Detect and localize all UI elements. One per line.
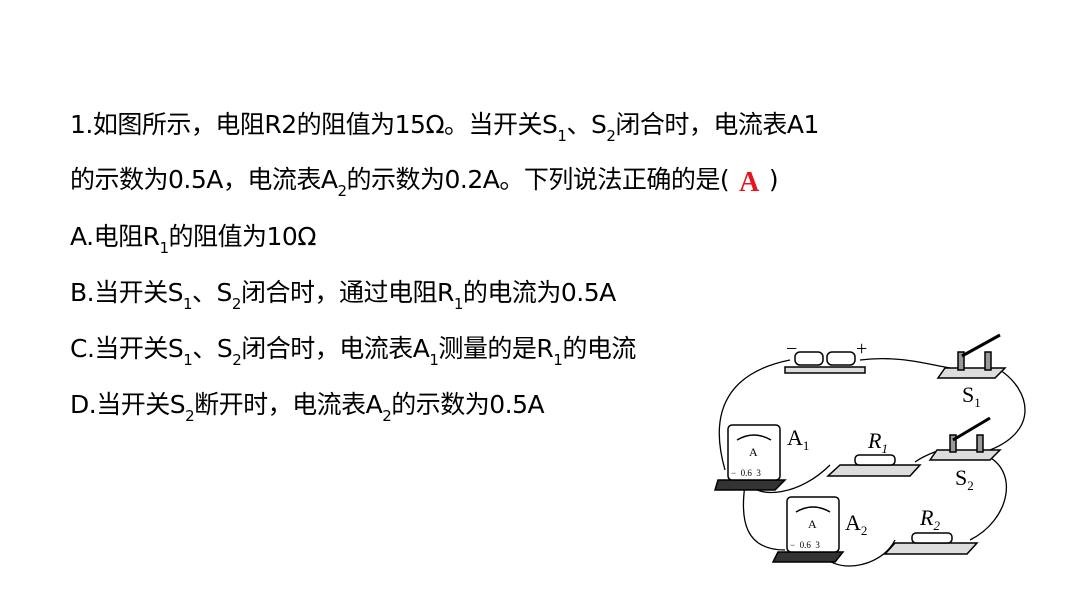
text-segment: 的阻值为10Ω (168, 222, 317, 251)
text-segment: 测量的是R (438, 334, 554, 363)
text-segment: 、S (566, 110, 607, 139)
subscript: 1 (183, 351, 193, 369)
subscript: 2 (606, 127, 616, 145)
text-segment: 闭合时，通过电阻R (240, 278, 454, 307)
wire (718, 359, 791, 471)
a1-meter-face: A (749, 445, 758, 459)
ammeter-a1 (713, 424, 787, 491)
a1-label: A1 (787, 425, 809, 453)
s2-label: S2 (955, 465, 974, 493)
wire (742, 484, 786, 551)
option-a: A.电阻R1的阻值为10Ω (70, 222, 317, 257)
subscript: 1 (553, 351, 563, 369)
text-segment: 、S (192, 278, 232, 307)
subscript: 1 (429, 351, 439, 369)
text-segment: 1.如图所示，电阻R2的阻值为15Ω。当开关S (70, 110, 558, 139)
battery (784, 351, 866, 374)
option-c: C.当开关S1、S2闭合时，电流表A1测量的是R1的电流 (70, 334, 636, 369)
ammeter-a2 (771, 496, 845, 563)
wire (969, 454, 1008, 541)
subscript: 1 (182, 295, 193, 313)
text-segment: C.当开关S (70, 334, 184, 363)
subscript: 2 (232, 351, 242, 369)
text-segment: B.当开关S (70, 278, 183, 307)
a2-meter-terminals: − 0.6 3 (790, 540, 820, 550)
text-segment: 的示数为0.5A，电流表A (70, 165, 338, 194)
stem-line-1: 1.如图所示，电阻R2的阻值为15Ω。当开关S1、S2闭合时，电流表A1 (70, 110, 819, 145)
r1-label: R1 (867, 428, 888, 456)
text-segment: 的电流为0.5A (462, 278, 616, 307)
subscript: 2 (337, 182, 347, 200)
option-b: B.当开关S1、S2闭合时，通过电阻R1的电流为0.5A (70, 278, 616, 313)
switch-s2 (928, 416, 1002, 461)
subscript: 2 (382, 407, 392, 425)
a2-label: A2 (845, 510, 867, 538)
wire (859, 357, 951, 369)
circuit-diagram: − + S1 S2 A − 0.6 3 A1 A − 0.6 3 A2 R1 R… (713, 333, 1026, 567)
subscript: 1 (557, 127, 567, 145)
option-d: D.当开关S2断开时，电流表A2的示数为0.5A (70, 390, 545, 425)
battery-plus-label: + (856, 338, 867, 360)
subscript: 2 (231, 295, 242, 313)
resistor-r2 (883, 532, 979, 555)
text-segment: 的示数为0.5A (391, 390, 545, 419)
subscript: 1 (159, 239, 169, 257)
text-segment: 断开时，电流表A (194, 390, 383, 419)
text-segment: 的示数为0.2A。下列说法正确的是( (346, 165, 730, 194)
switch-s1 (936, 333, 1007, 379)
text-segment: 闭合时，电流表A1 (615, 110, 819, 139)
a2-meter-face: A (808, 517, 817, 531)
wire (989, 369, 1026, 451)
a1-meter-terminals: − 0.6 3 (731, 468, 761, 478)
text-segment: 的电流 (562, 334, 636, 363)
text-segment: D.当开关S (70, 390, 186, 419)
text-segment: 闭合时，电流表A (241, 334, 430, 363)
stem-line-2: 的示数为0.5A，电流表A2的示数为0.2A。下列说法正确的是( A) (70, 165, 779, 200)
subscript: 2 (185, 407, 195, 425)
answer-mark: A (739, 167, 759, 198)
r2-label: R2 (919, 505, 940, 533)
text-segment: 、S (192, 334, 233, 363)
text-segment: ) (768, 165, 779, 194)
subscript: 1 (453, 295, 464, 313)
battery-minus-label: − (786, 338, 797, 360)
resistor-r1 (826, 454, 922, 477)
text-segment: A.电阻R (70, 222, 160, 251)
s1-label: S1 (962, 382, 981, 410)
